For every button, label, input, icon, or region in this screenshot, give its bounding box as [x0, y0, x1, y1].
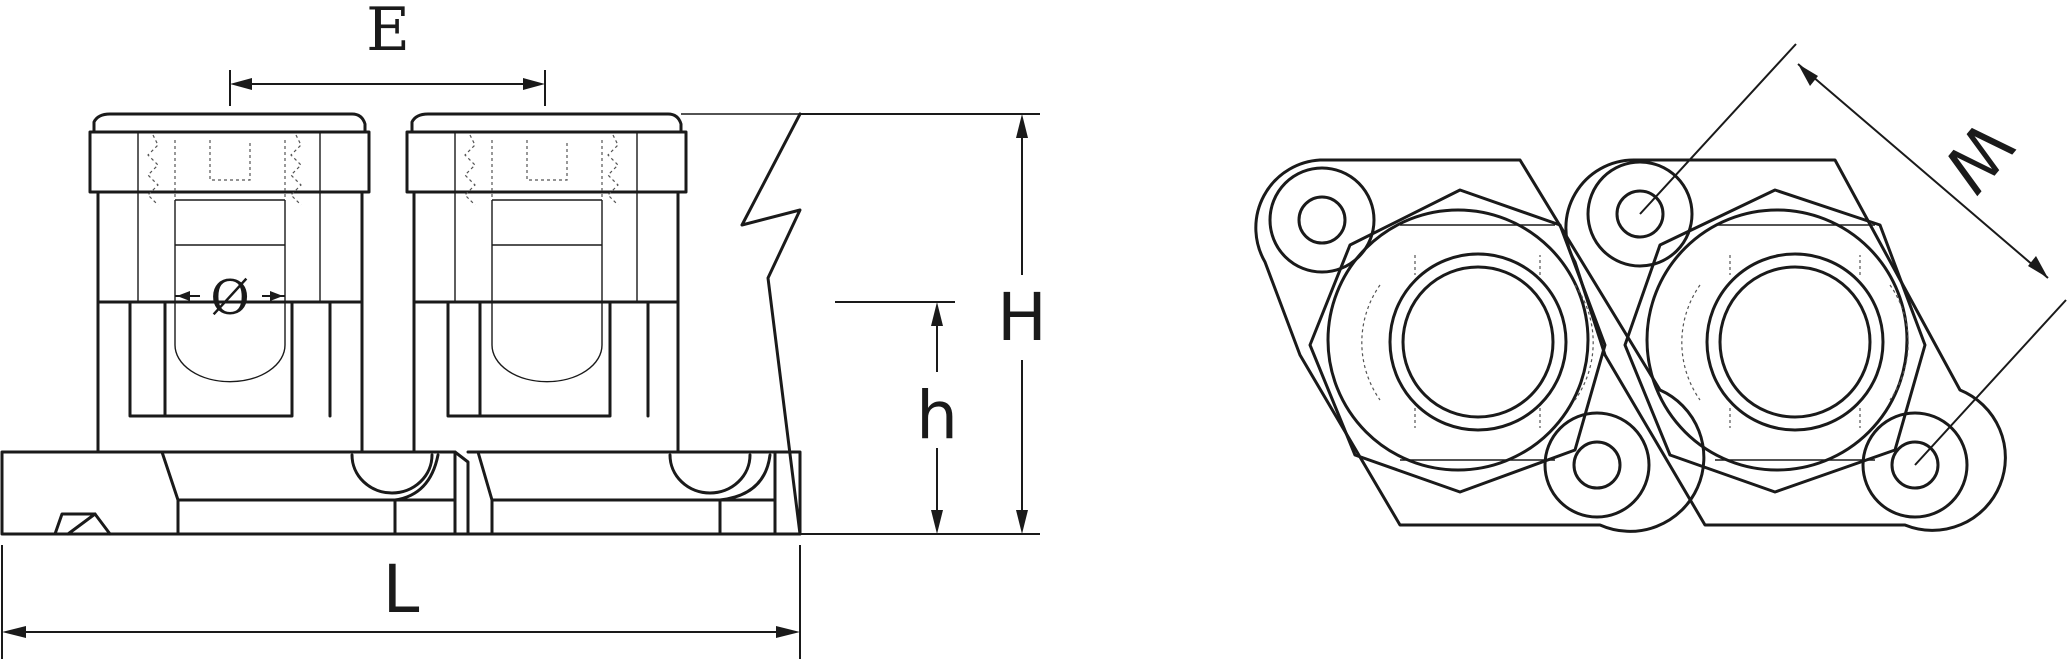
label-diameter: Ø: [210, 270, 249, 326]
top-unit-right: [1564, 158, 2007, 532]
dimension-L: L: [1, 545, 801, 659]
dimension-diameter: Ø: [175, 270, 285, 326]
top-unit-left: [1254, 158, 1706, 533]
top-view: W: [1254, 43, 2067, 533]
label-W: W: [1927, 107, 2028, 206]
label-L: L: [383, 551, 420, 628]
side-view: E Ø H h: [0, 0, 1047, 659]
connector-left: [88, 112, 371, 454]
break-line: [740, 112, 802, 536]
base-plate: [0, 450, 802, 536]
dimension-E: E: [229, 0, 546, 106]
connector-right: [405, 112, 688, 454]
label-H: H: [997, 279, 1047, 356]
dimension-h: h: [800, 301, 1040, 535]
dimension-H: H: [800, 113, 1047, 534]
dimension-W: W: [1639, 43, 2067, 466]
label-E: E: [366, 0, 410, 65]
label-h: h: [916, 377, 958, 454]
